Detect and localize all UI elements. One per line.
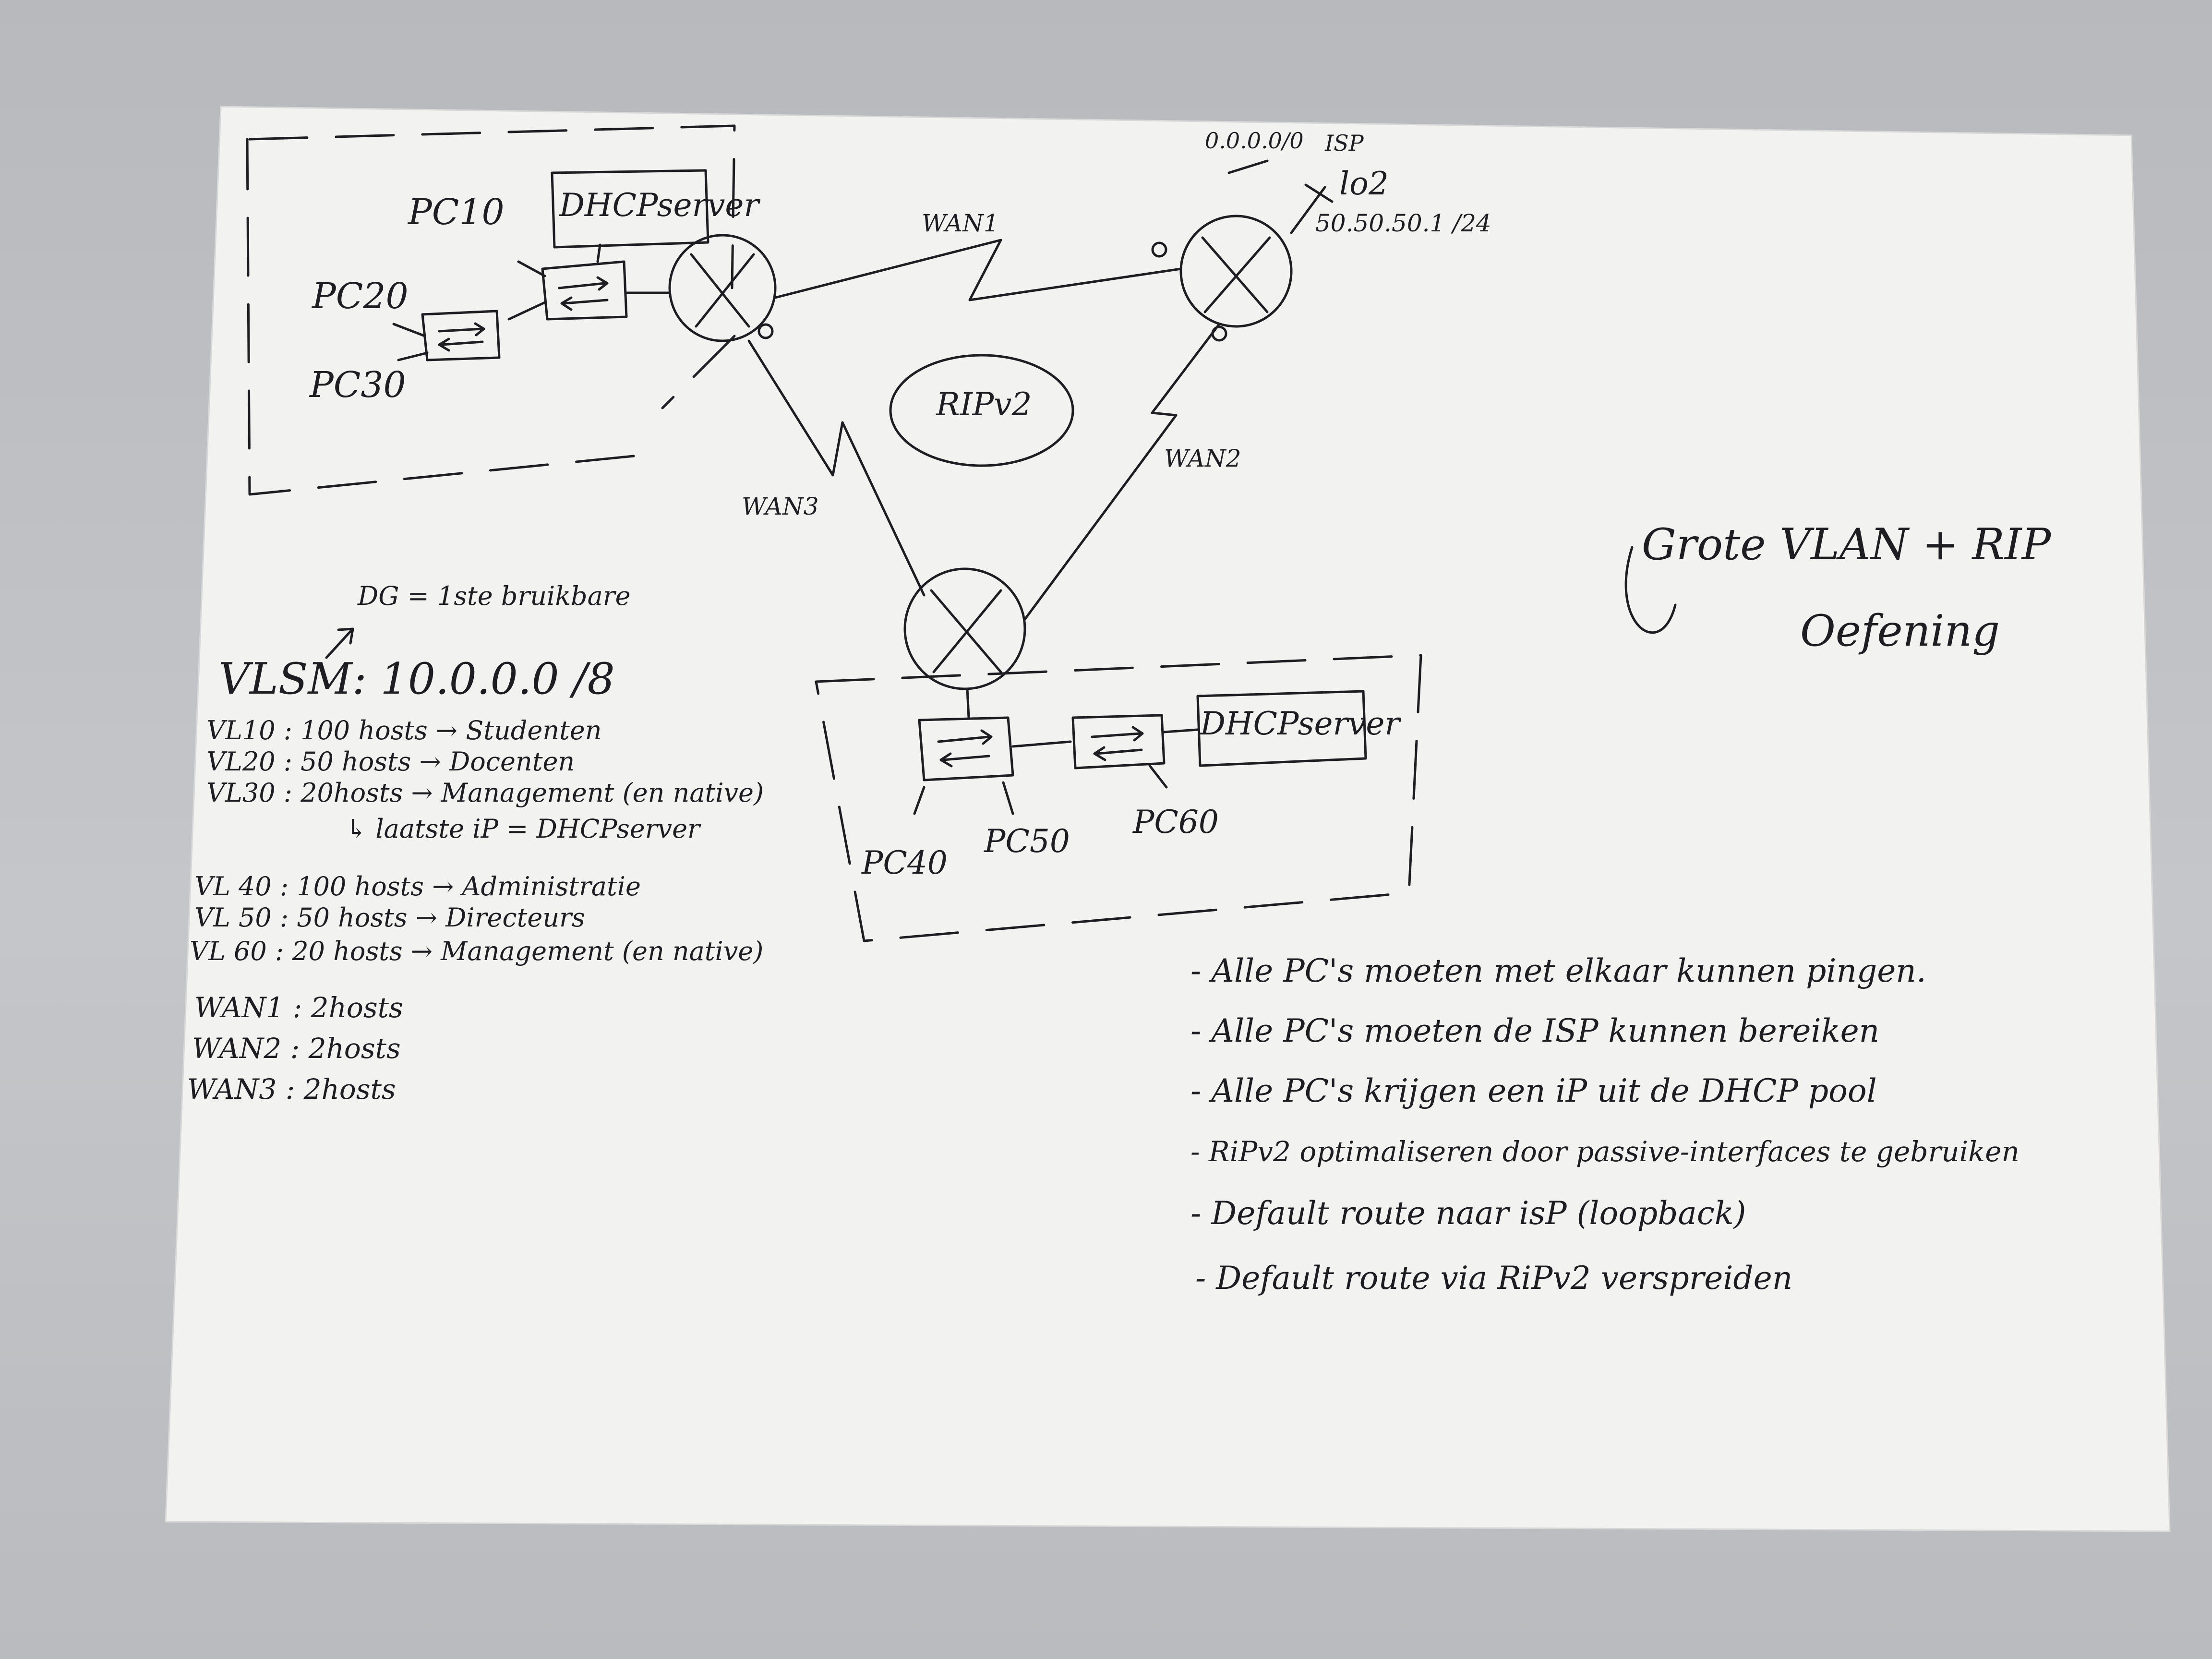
dg-note: DG = 1ste bruikbare [358,581,631,611]
paper [165,106,2171,1532]
router-1 [668,234,777,342]
isp-address-label: 50.50.50.1 /24 [1315,209,1491,237]
vlsm-row-vl50: VL 50 : 50 hosts → Directeurs [194,902,585,933]
dhcp-server-1-box [551,169,709,249]
wan-row-3: WAN3 : 2hosts [187,1073,396,1106]
requirement-1: - Alle PC's moeten met elkaar kunnen pin… [1190,952,1926,989]
requirement-5: - Default route naar isP (loopback) [1190,1195,1746,1232]
switch2-switch1-link [507,301,546,321]
isp-loopback-label: lo2 [1339,165,1389,202]
pc50-label: PC50 [984,823,1070,860]
pc40-label: PC40 [862,844,948,881]
pc30-link [397,351,429,361]
dhcp-server-1-label: DHCPserver [559,187,759,224]
isp-label: ISP [1325,130,1364,156]
pc50-link [1002,781,1014,815]
title-line-1: Grote VLAN + RIP [1642,519,2051,570]
requirement-3: - Alle PC's krijgen een iP uit de DHCP p… [1190,1072,1877,1109]
wan2-label: WAN2 [1164,445,1241,472]
vlsm-row-vl40: VL 40 : 100 hosts → Administratie [194,871,641,902]
wan1-link [774,239,1182,301]
requirement-4: - RiPv2 optimaliseren door passive-inter… [1190,1135,2020,1168]
requirement-6: - Default route via RiPv2 verspreiden [1195,1260,1793,1297]
ripv2-label: RIPv2 [936,386,1032,423]
default-route-arrow [1227,159,1269,174]
switch4-dhcp-link [1163,728,1199,733]
default-route-label: 0.0.0.0/0 [1205,128,1304,154]
wan3-link [747,339,926,597]
title-squiggle [1624,546,1677,634]
site2-boundary [815,654,1422,942]
wan-row-2: WAN2 : 2hosts [192,1032,401,1065]
requirement-2: - Alle PC's moeten de ISP kunnen bereike… [1190,1012,1880,1049]
dce-mark-2 [1151,241,1167,258]
title-line-2: Oefening [1800,606,2000,656]
vlsm-row-vl20: VL20 : 50 hosts → Docenten [206,746,575,777]
wan2-link [1023,323,1221,621]
pc10-link [517,260,546,277]
pc20-link [392,323,426,337]
switch-3 [918,716,1014,781]
vlsm-header: VLSM: 10.0.0.0 /8 [218,654,615,704]
wan1-label: WAN1 [922,209,999,237]
ripv2-cloud [889,354,1074,467]
switch-4 [1071,714,1166,769]
pc30-label: PC30 [310,364,406,406]
pc60-label: PC60 [1133,804,1219,841]
dg-note-arrow [325,627,354,659]
dce-mark-1 [757,323,774,339]
wan-row-1: WAN1 : 2hosts [194,991,403,1024]
wan3-label: WAN3 [742,493,819,520]
switch3-switch4-link [1011,740,1072,748]
pc40-link [913,786,926,815]
dce-mark-3 [1211,325,1227,342]
dhcp-server-2-label: DHCPserver [1200,705,1400,742]
vlsm-row-vl30: VL30 : 20hosts → Management (en native) [206,778,764,808]
dhcp-server-2-box [1196,690,1367,767]
vlsm-row-vl10: VL10 : 100 hosts → Studenten [206,715,602,745]
router-3 [903,567,1026,690]
pc60-link [1148,764,1168,789]
switch-2 [421,310,501,361]
vlsm-row-dhcp-note: ↳ laatste iP = DHCPserver [346,814,700,844]
site1-boundary [246,124,736,496]
router-2 [1179,215,1293,328]
pc10-label: PC10 [408,192,505,233]
vlsm-row-vl60: VL 60 : 20 hosts → Management (en native… [190,936,764,966]
router3-switch3-link [966,687,970,719]
isp-lo-tick [1304,183,1334,203]
switch1-dhcp-link [596,243,601,263]
pc20-label: PC20 [312,276,409,317]
